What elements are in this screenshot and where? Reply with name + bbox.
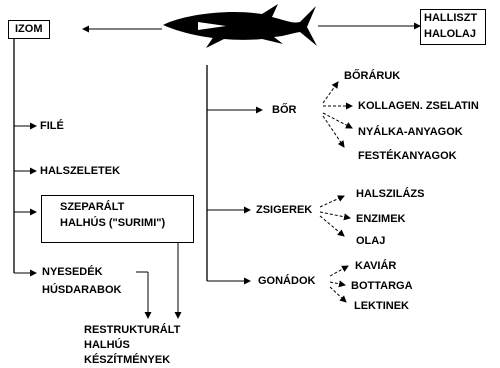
olaj-label: OLAJ xyxy=(356,235,385,248)
izom-label: IZOM xyxy=(15,23,43,36)
husdarabok-label: HÚSDARABOK xyxy=(42,284,121,297)
kollagen-label: KOLLAGEN. ZSELATIN xyxy=(358,100,479,113)
keszitmenyek-label: KÉSZÍTMÉNYEK xyxy=(84,354,170,367)
halszilazs-label: HALSZILÁZS xyxy=(356,188,424,201)
halliszt-label: HALLISZT xyxy=(424,12,477,25)
lektinek-label: LEKTINEK xyxy=(354,300,409,313)
file-label: FILÉ xyxy=(40,120,64,133)
restrukturalt-label: RESTRUKTURÁLT xyxy=(84,324,180,337)
bor-label: BŐR xyxy=(272,104,296,117)
halhus-label: HALHÚS xyxy=(84,339,130,352)
nyesedek-label: NYESEDÉK xyxy=(42,266,103,279)
gonadok-label: GONÁDOK xyxy=(258,275,315,288)
kaviar-label: KAVIÁR xyxy=(355,260,396,273)
zsigerek-label: ZSIGEREK xyxy=(256,204,312,217)
enzimek-label: ENZIMEK xyxy=(356,213,406,226)
borarauk-label: BŐRÁRUK xyxy=(344,70,400,83)
surimi-label: HALHÚS ("SURIMI") xyxy=(60,217,165,230)
szeparalt-label: SZEPARÁLT xyxy=(60,201,124,214)
bottarga-label: BOTTARGA xyxy=(351,280,413,293)
fish-icon xyxy=(163,4,317,48)
nyalka-label: NYÁLKA-ANYAGOK xyxy=(358,126,463,139)
halolaj-label: HALOLAJ xyxy=(424,28,476,41)
halszeletek-label: HALSZELETEK xyxy=(40,165,120,178)
festek-label: FESTÉKANYAGOK xyxy=(358,150,457,163)
